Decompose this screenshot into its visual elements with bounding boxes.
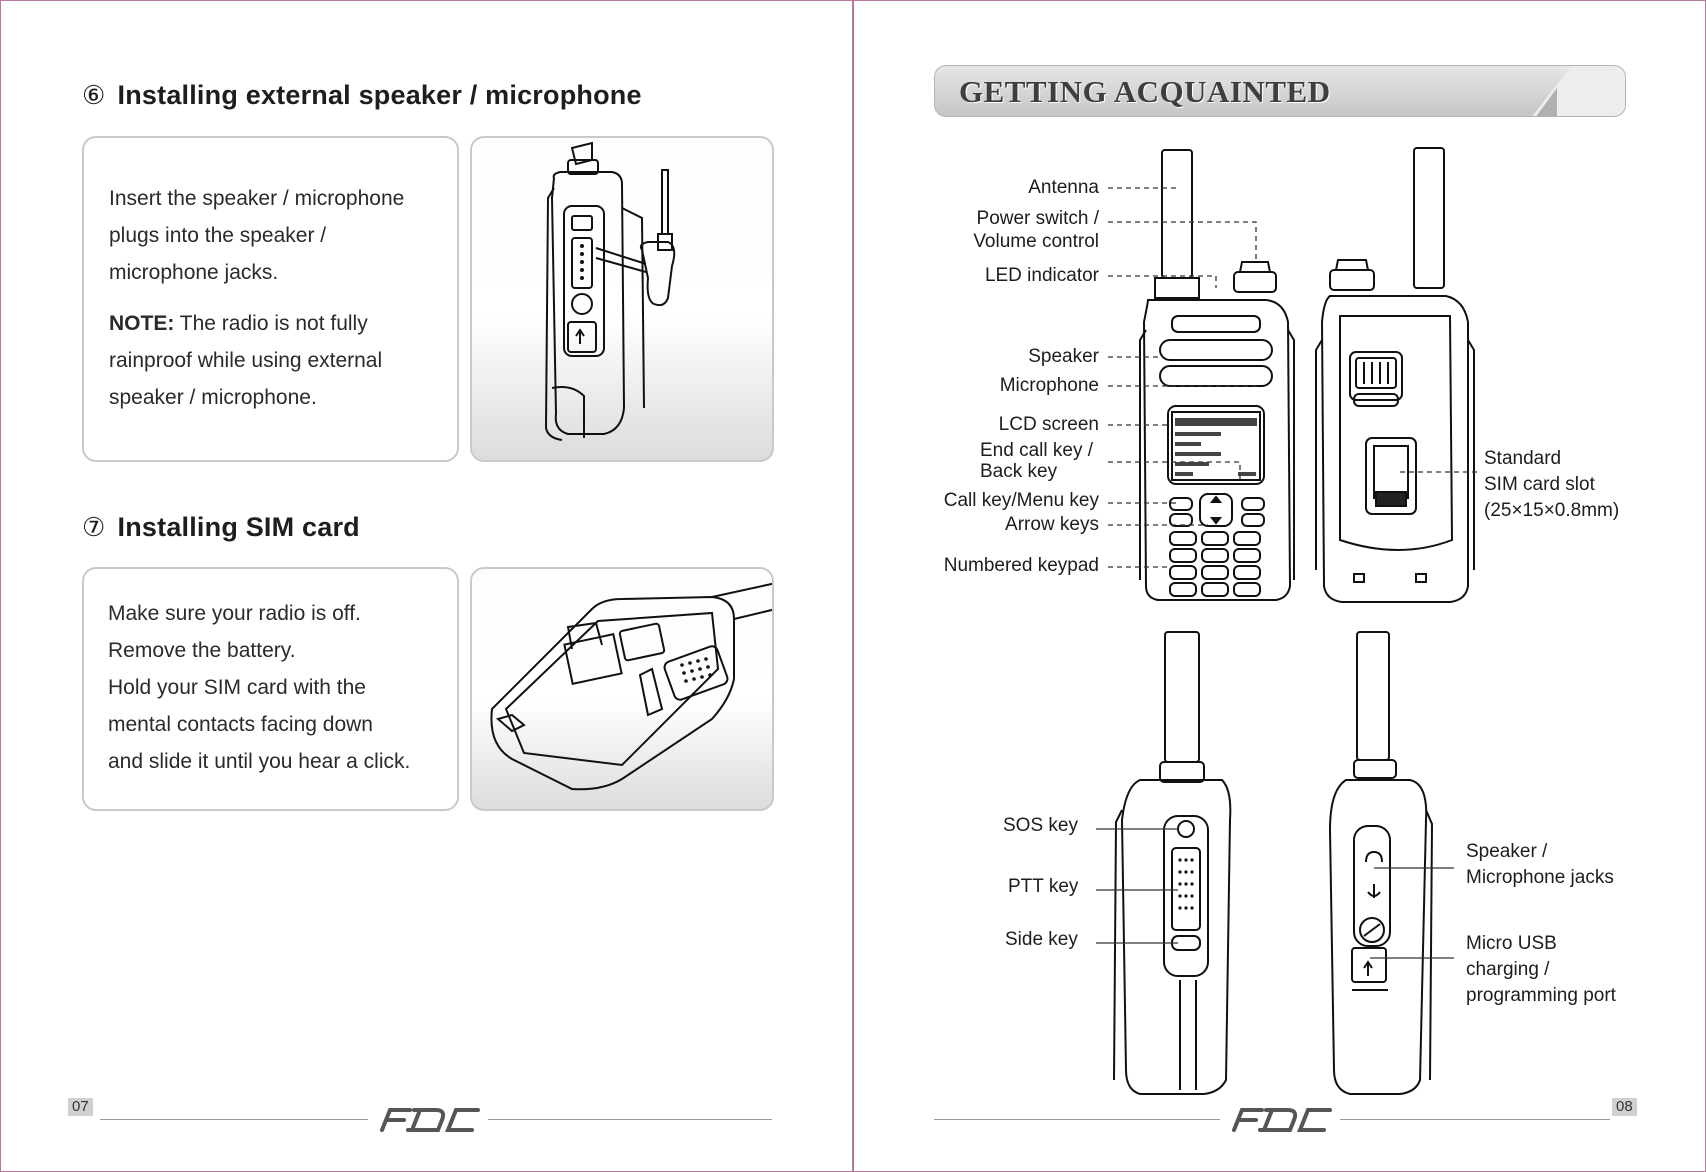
speaker-mic-illustration-card	[470, 136, 774, 462]
section-6-text-card: Insert the speaker / microphone plugs in…	[82, 136, 459, 462]
label-microphone-jacks: Microphone jacks	[1466, 867, 1614, 888]
section-7-line-5: and slide it until you hear a click.	[108, 750, 411, 773]
side-leader-lines	[1096, 828, 1454, 959]
label-numbered-keypad: Numbered keypad	[943, 555, 1099, 576]
right-side-radio-illustration	[1328, 631, 1434, 1095]
label-side-key: Side key	[1005, 929, 1078, 950]
label-programming-port: programming port	[1466, 985, 1616, 1006]
getting-acquainted-banner: GETTING ACQUAINTED	[934, 65, 1626, 117]
page-number-left: 07	[68, 1098, 93, 1116]
section-7-line-3: Hold your SIM card with the	[108, 676, 366, 699]
label-power-switch: Power switch /	[976, 208, 1099, 229]
page-divider	[852, 0, 854, 1172]
label-led-indicator: LED indicator	[984, 265, 1099, 286]
footer-rule-left-a	[100, 1119, 368, 1120]
label-sim-card-slot: SIM card slot	[1484, 474, 1595, 495]
section-7-number: ⑦	[82, 512, 106, 542]
radio-side-speaker-illustration	[544, 141, 676, 441]
section-7-title: Installing SIM card	[117, 512, 360, 542]
label-ptt-key: PTT key	[1008, 876, 1079, 897]
label-antenna: Antenna	[1028, 177, 1099, 198]
label-lcd-screen: LCD screen	[998, 414, 1099, 435]
label-volume-control: Volume control	[973, 231, 1099, 252]
footer-rule-right-a	[934, 1119, 1220, 1120]
section-6-line-1: Insert the speaker / microphone	[109, 187, 405, 210]
label-standard: Standard	[1484, 448, 1562, 469]
label-end-call-key: End call key /	[980, 440, 1093, 461]
left-side-radio-illustration	[1113, 631, 1232, 1095]
section-6-note: NOTE: The radio is not fully	[109, 305, 449, 342]
section-6-line-2: plugs into the speaker /	[109, 224, 327, 247]
front-radio-illustration	[1139, 149, 1295, 601]
label-speaker-slash: Speaker /	[1466, 841, 1548, 862]
banner-title: GETTING ACQUAINTED	[959, 74, 1331, 109]
radio-battery-bay-illustration	[490, 582, 772, 791]
label-sim-dimensions: (25×15×0.8mm)	[1484, 500, 1620, 521]
back-radio-illustration	[1315, 147, 1475, 603]
section-7-text-card: Make sure your radio is off. Remove the …	[82, 567, 459, 811]
note-line-2: rainproof while using external	[109, 349, 383, 372]
note-line-3: speaker / microphone.	[109, 386, 317, 409]
label-back-key: Back key	[980, 461, 1058, 482]
section-7-heading: ⑦ Installing SIM card	[82, 512, 360, 543]
section-6-number: ⑥	[82, 80, 106, 110]
label-micro-usb: Micro USB	[1466, 933, 1557, 954]
footer-rule-right-b	[1340, 1119, 1610, 1120]
label-charging: charging /	[1466, 959, 1550, 980]
section-7-line-1: Make sure your radio is off.	[108, 602, 361, 625]
section-6-line-3: microphone jacks.	[109, 261, 279, 284]
label-sos-key: SOS key	[1003, 815, 1078, 836]
section-7-line-4: mental contacts facing down	[108, 713, 373, 736]
note-label: NOTE:	[109, 312, 175, 335]
fdc-logo-left	[374, 1104, 482, 1134]
label-call-menu-key: Call key/Menu key	[943, 490, 1099, 511]
page-number-right: 08	[1612, 1098, 1637, 1116]
section-6-title: Installing external speaker / microphone	[117, 80, 642, 110]
footer-rule-left-b	[488, 1119, 772, 1120]
sim-card-illustration-card	[470, 567, 774, 811]
label-microphone: Microphone	[999, 375, 1099, 396]
section-6-heading: ⑥ Installing external speaker / microphon…	[82, 80, 642, 111]
label-speaker: Speaker	[1028, 346, 1099, 367]
fdc-logo-right	[1226, 1104, 1334, 1134]
note-line-1: The radio is not fully	[174, 312, 368, 335]
label-arrow-keys: Arrow keys	[1005, 514, 1099, 535]
section-7-line-2: Remove the battery.	[108, 639, 296, 662]
leader-lines	[1108, 187, 1478, 568]
